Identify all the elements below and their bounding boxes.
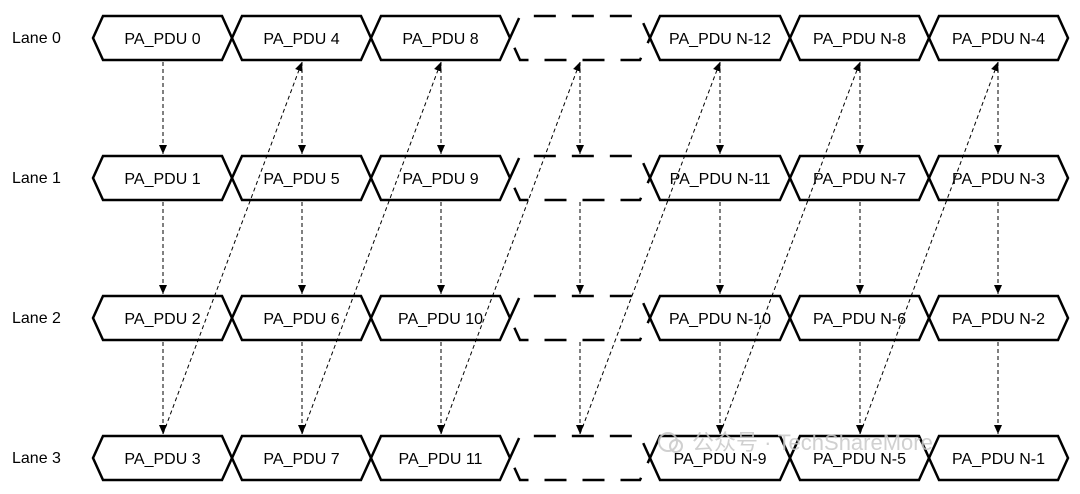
pdu-cell-label: PA_PDU N-11 <box>670 171 771 188</box>
wrap-arrow <box>162 61 303 435</box>
pdu-cell-label: PA_PDU N-2 <box>952 311 1045 328</box>
pdu-cell: PA_PDU N-3 <box>927 154 1070 202</box>
transfer-arrows <box>159 61 1002 435</box>
pdu-cell-label: PA_PDU 2 <box>124 311 200 328</box>
pdu-cell: PA_PDU 3 <box>91 434 234 482</box>
pdu-cell: PA_PDU 2 <box>91 294 234 342</box>
pdu-cell: PA_PDU 11 <box>369 434 512 482</box>
pdu-cell-label: PA_PDU N-3 <box>952 171 1045 188</box>
wrap-arrow <box>440 61 581 435</box>
pdu-cell-label: PA_PDU 4 <box>263 31 339 48</box>
pdu-cell: PA_PDU N-12 <box>648 14 792 62</box>
wrap-arrow <box>859 61 999 435</box>
pdu-cell-label: PA_PDU N-10 <box>669 311 771 328</box>
pdu-cell-label: PA_PDU N-6 <box>813 311 906 328</box>
pdu-cell: PA_PDU 5 <box>230 154 373 202</box>
watermark: 公众号 · TechShareMore <box>658 430 933 455</box>
pdu-cell-label: PA_PDU N-9 <box>673 451 766 468</box>
pdu-cell: PA_PDU N-11 <box>648 154 792 202</box>
pdu-cell-label: PA_PDU 6 <box>263 311 339 328</box>
pdu-cell-label: PA_PDU 0 <box>124 31 200 48</box>
pdu-cell: PA_PDU 4 <box>230 14 373 62</box>
wrap-arrow <box>719 61 861 435</box>
pdu-cell: PA_PDU N-4 <box>927 14 1070 62</box>
pdu-cell: PA_PDU N-7 <box>788 154 931 202</box>
gap-placeholder <box>508 14 652 62</box>
pdu-cell: PA_PDU 1 <box>91 154 234 202</box>
pdu-cell-label: PA_PDU 8 <box>402 31 478 48</box>
gap-placeholder <box>508 434 652 482</box>
lane-label-3: Lane 3 <box>12 450 61 467</box>
pdu-cell-label: PA_PDU 1 <box>124 171 200 188</box>
watermark-text: 公众号 · TechShareMore <box>692 430 933 455</box>
wrap-arrow <box>579 61 721 435</box>
gap-placeholder <box>508 154 652 202</box>
pdu-cell: PA_PDU N-2 <box>927 294 1070 342</box>
wechat-logo-icon <box>658 432 678 452</box>
pdu-cell: PA_PDU 9 <box>369 154 512 202</box>
pdu-cell: PA_PDU N-6 <box>788 294 931 342</box>
wrap-arrow <box>301 61 442 435</box>
pdu-cell: PA_PDU 10 <box>369 294 512 342</box>
pdu-cell-label: PA_PDU N-8 <box>813 31 906 48</box>
pdu-cell-label: PA_PDU 3 <box>124 451 200 468</box>
pdu-cell-label: PA_PDU 7 <box>263 451 339 468</box>
wechat-logo-icon-inner <box>669 439 683 453</box>
pdu-cell: PA_PDU N-1 <box>927 434 1070 482</box>
lane-label-0: Lane 0 <box>12 30 61 47</box>
lane-label-1: Lane 1 <box>12 170 61 187</box>
pdu-cell: PA_PDU 7 <box>230 434 373 482</box>
pdu-cell: PA_PDU 0 <box>91 14 234 62</box>
pdu-cell-label: PA_PDU 11 <box>399 451 483 468</box>
pdu-cell: PA_PDU N-8 <box>788 14 931 62</box>
pdu-cell-label: PA_PDU N-5 <box>813 451 906 468</box>
lane-label-2: Lane 2 <box>12 310 61 327</box>
pdu-cell-label: PA_PDU 9 <box>402 171 478 188</box>
pdu-cell: PA_PDU 6 <box>230 294 373 342</box>
pdu-cell-label: PA_PDU N-7 <box>813 171 906 188</box>
pdu-cell-label: PA_PDU N-4 <box>952 31 1045 48</box>
pdu-cell-label: PA_PDU 5 <box>263 171 339 188</box>
pdu-cell: PA_PDU 8 <box>369 14 512 62</box>
pdu-cell-label: PA_PDU N-1 <box>952 451 1045 468</box>
pdu-cell-label: PA_PDU N-12 <box>669 31 771 48</box>
pdu-cell-label: PA_PDU 10 <box>398 311 483 328</box>
